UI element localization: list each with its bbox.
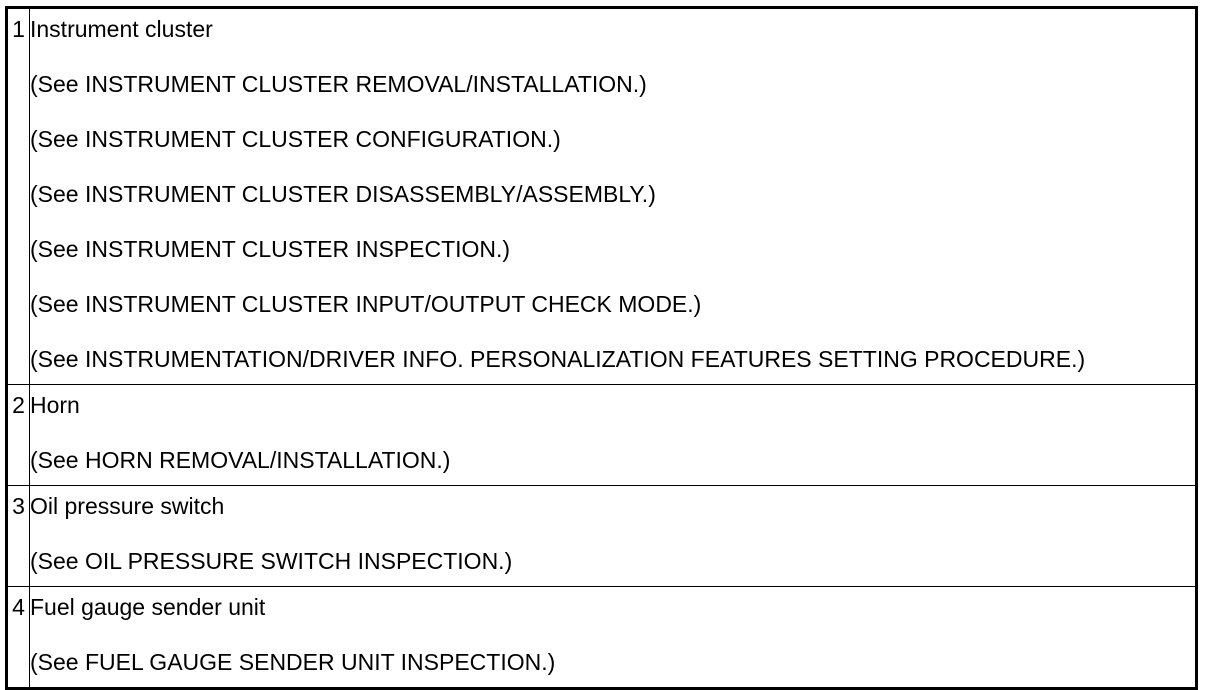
row-title: Instrument cluster (30, 16, 213, 42)
row-content: Oil pressure switch (See OIL PRESSURE SW… (29, 485, 1197, 587)
row-title: Fuel gauge sender unit (30, 594, 266, 620)
row-number: 3 (6, 485, 30, 587)
parts-reference-table: 1 Instrument cluster (See INSTRUMENT CLU… (5, 6, 1198, 690)
row-number: 1 (6, 7, 30, 385)
reference-link[interactable]: (See HORN REMOVAL/INSTALLATION.) (30, 447, 451, 473)
reference-link[interactable]: (See INSTRUMENT CLUSTER DISASSEMBLY/ASSE… (30, 181, 656, 207)
table-row: 2 Horn (See HORN REMOVAL/INSTALLATION.) (6, 384, 1197, 486)
reference-link[interactable]: (See INSTRUMENT CLUSTER CONFIGURATION.) (30, 126, 561, 152)
table-row: 3 Oil pressure switch (See OIL PRESSURE … (6, 485, 1197, 587)
row-number: 2 (6, 384, 30, 486)
row-number: 4 (6, 586, 30, 689)
reference-link[interactable]: (See INSTRUMENT CLUSTER INSPECTION.) (30, 236, 511, 262)
row-title: Horn (30, 392, 80, 418)
reference-link[interactable]: (See INSTRUMENT CLUSTER INPUT/OUTPUT CHE… (30, 291, 702, 317)
table-row: 1 Instrument cluster (See INSTRUMENT CLU… (6, 7, 1197, 385)
row-content: Fuel gauge sender unit (See FUEL GAUGE S… (29, 586, 1197, 689)
table-row: 4 Fuel gauge sender unit (See FUEL GAUGE… (6, 586, 1197, 689)
reference-link[interactable]: (See FUEL GAUGE SENDER UNIT INSPECTION.) (30, 649, 556, 675)
reference-link[interactable]: (See INSTRUMENT CLUSTER REMOVAL/INSTALLA… (30, 71, 647, 97)
reference-link[interactable]: (See OIL PRESSURE SWITCH INSPECTION.) (30, 548, 513, 574)
row-content: Instrument cluster (See INSTRUMENT CLUST… (29, 7, 1197, 385)
reference-link[interactable]: (See INSTRUMENTATION/DRIVER INFO. PERSON… (30, 346, 1086, 372)
row-title: Oil pressure switch (30, 493, 225, 519)
row-content: Horn (See HORN REMOVAL/INSTALLATION.) (29, 384, 1197, 486)
